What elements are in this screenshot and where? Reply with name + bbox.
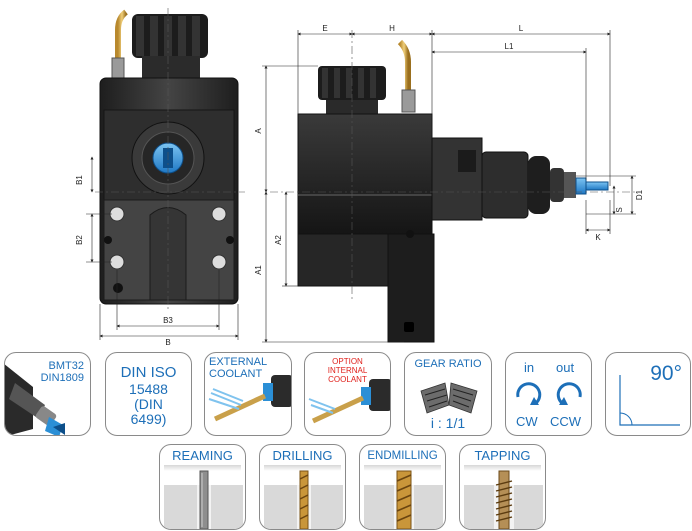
din-line2: 15488 [129,381,168,397]
coolant-fitting [111,57,125,79]
dim-l1: L1 [505,42,514,51]
internal-coolant-image [308,379,390,424]
technical-drawing: B1 B2 B3 B [75,8,644,347]
badge-bmt32: BMT32 DIN1809 [4,352,91,436]
separator-band [464,465,541,471]
dim-e: E [322,24,327,33]
dim-s: S [615,207,624,212]
coolant-pipe [115,9,128,62]
badge-rotation: in out CW CCW [505,352,592,436]
dim-b1: B1 [75,175,84,185]
rot-ccw: CCW [550,414,582,429]
dim-k: K [595,233,601,242]
drill-icon [264,470,343,529]
operation-label: TAPPING [474,448,531,463]
dim-b: B [165,338,170,347]
dim-b2: B2 [75,235,84,245]
operation-endmilling: ENDMILLING [359,444,446,530]
bmt-line1: BMT32 [48,360,84,372]
operation-tapping: TAPPING [459,444,546,530]
angle-value: 90° [650,362,682,385]
side-body [297,113,433,235]
int-line1: OPTION [332,357,363,366]
dim-a2: A2 [274,235,283,245]
operation-label: REAMING [172,448,233,463]
ext-line1: EXTERNAL [209,356,268,368]
side-dimensions [262,30,636,343]
int-line3: COOLANT [328,375,367,384]
badge-internal-coolant: OPTION INTERNAL COOLANT [304,352,391,436]
operation-reaming: REAMING [159,444,246,530]
separator-band [264,465,341,471]
endmill-icon [364,470,443,529]
side-view [270,30,640,343]
badge-gear-ratio: GEAR RATIO i : 1/1 [404,352,492,436]
front-dimensions [86,156,239,340]
external-coolant-image [208,375,291,422]
dim-a: A [254,128,263,134]
operation-label: DRILLING [272,448,333,463]
gear-title: GEAR RATIO [414,358,482,370]
separator-band [364,465,441,471]
ext-line2: COOLANT [209,368,263,380]
badge-din-iso: DIN ISO 15488 (DIN 6499) [105,352,192,436]
rot-cw: CW [516,414,538,429]
operation-label: ENDMILLING [367,450,438,462]
din-line4: 6499) [130,411,167,427]
rot-out: out [556,360,575,375]
operation-drilling: DRILLING [259,444,346,530]
rot-in: in [524,360,535,375]
mounting-holes [109,206,227,270]
din-line3: (DIN [134,396,163,412]
bmt-holder-image [5,364,65,435]
badge-external-coolant: EXTERNAL COOLANT [204,352,292,436]
tap-icon [464,470,543,529]
dim-d1: D1 [635,189,644,200]
din-line1: DIN ISO [120,364,177,381]
dim-a1: A1 [254,265,263,275]
badge-angle-90: 90° [605,352,691,436]
front-view [95,8,245,310]
dim-b3: B3 [163,316,173,325]
bmt-line2: DIN1809 [40,372,84,384]
gear-value: i : 1/1 [430,415,466,431]
right-angle-icon [619,375,680,426]
int-line2: INTERNAL [327,366,368,375]
rotation-arrows-icon [516,382,582,405]
dim-h: H [389,24,395,33]
bevel-gears-icon [420,382,478,414]
reamer-icon [164,470,243,529]
separator-band [164,465,241,471]
dim-l: L [519,24,524,33]
